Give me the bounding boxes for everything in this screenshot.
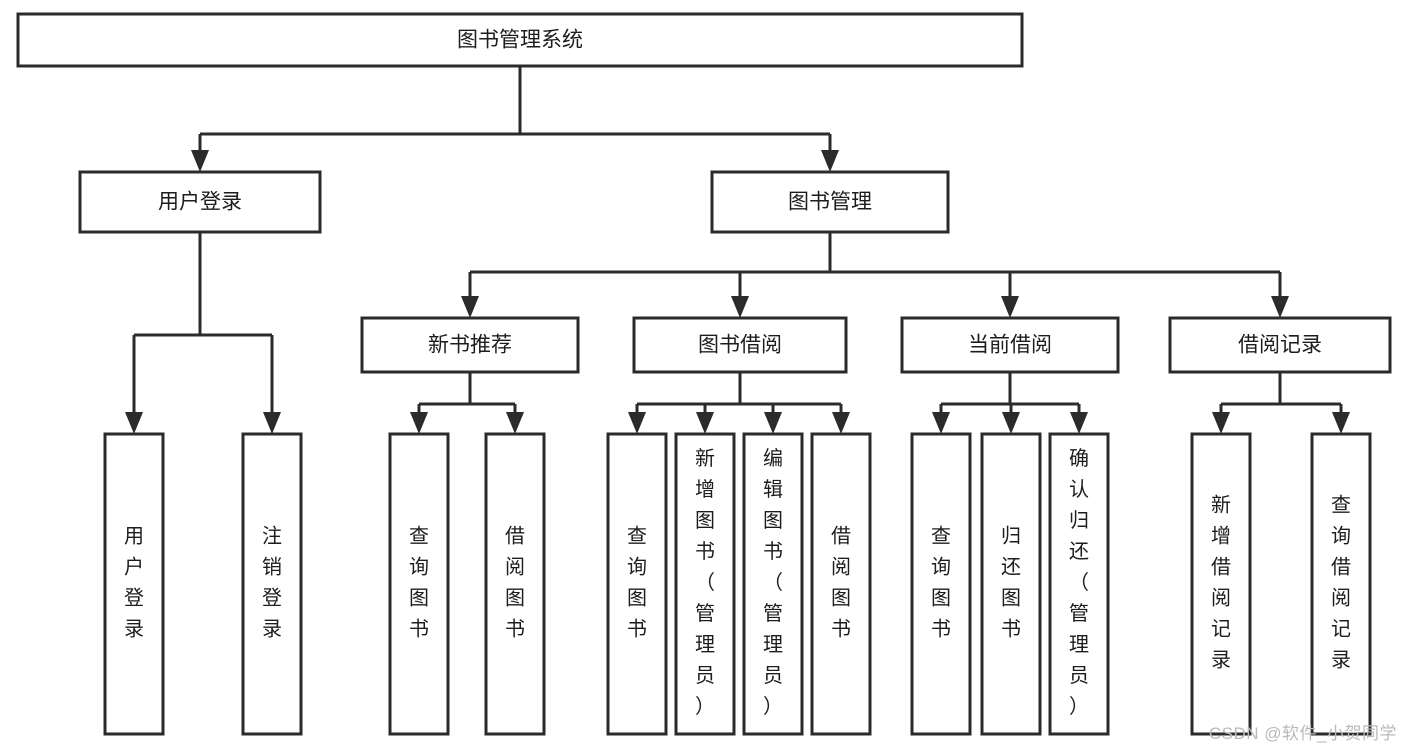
node-box-user-login[interactable]: [78, 170, 322, 234]
group-2-branch-1-arrowhead: [696, 412, 714, 434]
node-box-leaf-query-book-a[interactable]: [388, 432, 450, 736]
group-2-branch-3-arrowhead: [832, 412, 850, 434]
group-0-branch-0-arrowhead: [125, 412, 143, 434]
node-label-book-manage: 图书管理: [788, 191, 872, 214]
root-to-level2-branch-0-arrowhead: [191, 150, 209, 172]
node-label-leaf-user-logout: 注销登录: [262, 525, 282, 641]
group-4-branch-1-arrowhead: [1332, 412, 1350, 434]
node-box-leaf-add-book[interactable]: [674, 432, 736, 736]
node-box-leaf-query-record[interactable]: [1310, 432, 1372, 736]
group-2-branch-2-arrowhead: [764, 412, 782, 434]
node-label-leaf-return-book: 归还图书: [1001, 525, 1021, 641]
group-3-branch-2-arrowhead: [1070, 412, 1088, 434]
bookmanage-to-level3-branch-3-arrowhead: [1271, 296, 1289, 318]
node-box-root[interactable]: [16, 12, 1024, 68]
bookmanage-to-level3-branch-1-arrowhead: [731, 296, 749, 318]
node-label-leaf-add-record: 新增借阅记录: [1211, 494, 1231, 672]
group-4-branch-0-arrowhead: [1212, 412, 1230, 434]
box-layer: [16, 12, 1392, 736]
root-to-level2-branch-1-arrowhead: [821, 150, 839, 172]
node-label-book-borrow: 图书借阅: [698, 334, 782, 357]
node-label-new-book-rec: 新书推荐: [428, 334, 512, 357]
node-box-leaf-user-login[interactable]: [103, 432, 165, 736]
node-box-leaf-query-book-c[interactable]: [910, 432, 972, 736]
node-label-leaf-edit-book: 编辑图书（管理员）: [763, 447, 783, 718]
node-label-leaf-query-record: 查询借阅记录: [1331, 494, 1351, 672]
node-box-leaf-confirm-return[interactable]: [1048, 432, 1110, 736]
node-label-borrow-records: 借阅记录: [1238, 334, 1322, 357]
node-label-leaf-user-login: 用户登录: [124, 526, 144, 641]
watermark-text: CSDN @软件_小贺同学: [1208, 724, 1397, 743]
label-layer: 图书管理系统用户登录图书管理新书推荐图书借阅当前借阅借阅记录用户登录注销登录查询…: [124, 29, 1351, 719]
group-2-branch-0-arrowhead: [628, 412, 646, 434]
node-label-leaf-confirm-return: 确认归还（管理员）: [1069, 447, 1089, 718]
node-box-book-manage[interactable]: [710, 170, 950, 234]
group-1-branch-0-arrowhead: [410, 412, 428, 434]
node-box-leaf-borrow-book-a[interactable]: [484, 432, 546, 736]
node-label-current-borrow: 当前借阅: [968, 334, 1052, 357]
node-box-leaf-return-book[interactable]: [980, 432, 1042, 736]
group-3-branch-0-arrowhead: [932, 412, 950, 434]
node-box-borrow-records[interactable]: [1168, 316, 1392, 374]
node-label-leaf-borrow-book-b: 借阅图书: [831, 525, 851, 641]
node-box-book-borrow[interactable]: [632, 316, 848, 374]
node-label-leaf-query-book-c: 查询图书: [931, 525, 951, 641]
node-label-root: 图书管理系统: [457, 29, 583, 52]
bookmanage-to-level3-branch-0-arrowhead: [461, 296, 479, 318]
node-box-current-borrow[interactable]: [900, 316, 1120, 374]
connector-layer: [125, 66, 1350, 434]
node-label-leaf-borrow-book-a: 借阅图书: [505, 525, 525, 641]
group-0-branch-1-arrowhead: [263, 412, 281, 434]
node-label-leaf-query-book-a: 查询图书: [409, 525, 429, 641]
node-label-user-login: 用户登录: [158, 191, 242, 214]
node-label-leaf-query-book-b: 查询图书: [627, 525, 647, 641]
node-box-leaf-user-logout[interactable]: [241, 432, 303, 736]
group-3-branch-1-arrowhead: [1002, 412, 1020, 434]
bookmanage-to-level3-branch-2-arrowhead: [1001, 296, 1019, 318]
node-box-leaf-edit-book[interactable]: [742, 432, 804, 736]
node-box-leaf-query-book-b[interactable]: [606, 432, 668, 736]
group-1-branch-1-arrowhead: [506, 412, 524, 434]
node-box-leaf-borrow-book-b[interactable]: [810, 432, 872, 736]
node-box-leaf-add-record[interactable]: [1190, 432, 1252, 736]
node-box-new-book-rec[interactable]: [360, 316, 580, 374]
node-label-leaf-add-book: 新增图书（管理员）: [695, 447, 715, 718]
